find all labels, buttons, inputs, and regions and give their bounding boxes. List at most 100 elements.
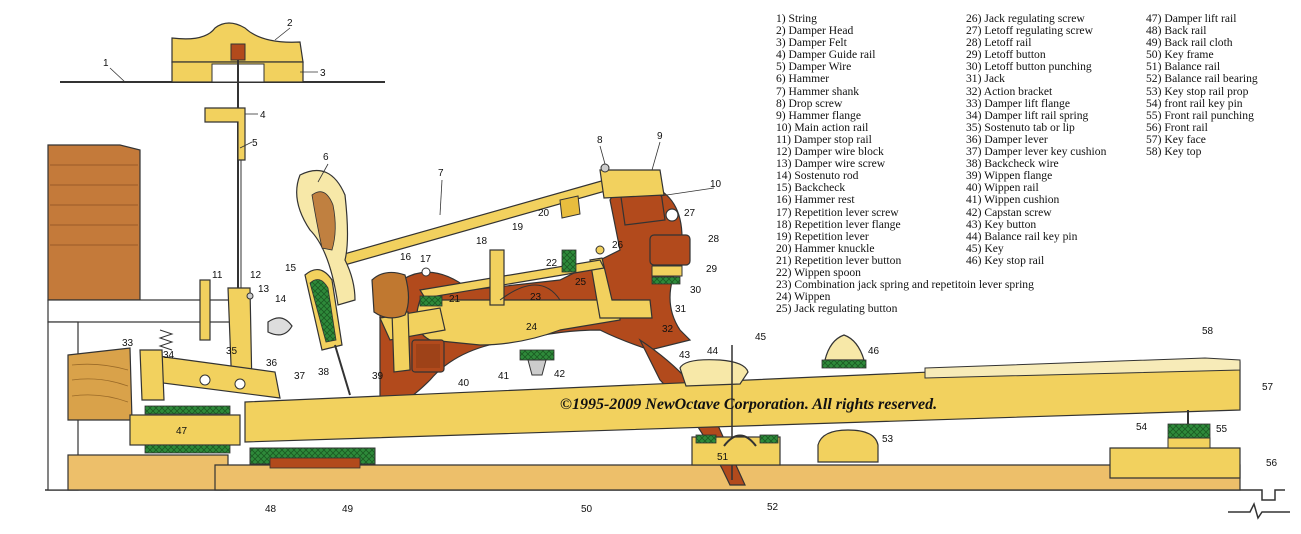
legend-item: 21) Repetition lever button: [776, 253, 902, 267]
damper-guide-rail: [204, 107, 246, 161]
callout-16: 16: [400, 252, 412, 263]
legend-item: 8) Drop screw: [776, 96, 843, 110]
callout-45: 45: [755, 332, 767, 343]
legend-item: 10) Main action rail: [776, 120, 869, 134]
legend-item: 36) Damper lever: [966, 132, 1048, 146]
legend-item: 3) Damper Felt: [776, 36, 847, 50]
letoff-button: [651, 265, 683, 277]
legend-item: 44) Balance rail key pin: [966, 229, 1078, 243]
repetition-lever-button: [419, 295, 443, 307]
callout-55: 55: [1216, 424, 1228, 435]
callout-34: 34: [163, 350, 175, 361]
callout-56: 56: [1266, 458, 1278, 469]
letoff-punching: [651, 276, 681, 285]
callout-3: 3: [320, 68, 326, 79]
legend-item: 50) Key frame: [1146, 48, 1214, 62]
legend-item: 2) Damper Head: [776, 24, 854, 38]
callout-31: 31: [675, 304, 687, 315]
callout-54: 54: [1136, 422, 1148, 433]
damper-stop-rail: [199, 279, 211, 341]
drop-screw: [600, 163, 610, 173]
leader-lines: [109, 27, 715, 216]
legend-item: 22) Wippen spoon: [776, 265, 861, 279]
damper-head: [171, 22, 304, 63]
wippen-spoon: [561, 249, 577, 273]
front-rail-punching: [1167, 423, 1211, 439]
hammer-knuckle: [559, 195, 581, 219]
legend-item: 17) Repetition lever screw: [776, 205, 899, 219]
repetition-lever-screw: [421, 267, 431, 277]
legend-item: 14) Sostenuto rod: [776, 169, 859, 183]
wippen-cushion: [519, 349, 555, 361]
capstan-screw: [527, 359, 547, 376]
legend-item: 28) Letoff rail: [966, 36, 1032, 50]
callout-6: 6: [323, 152, 329, 163]
callout-17: 17: [420, 254, 432, 265]
wippen-flange: [391, 311, 411, 373]
front-rail-base: [1167, 437, 1211, 449]
legend-item: 53) Key stop rail prop: [1146, 84, 1249, 98]
legend-item: 49) Back rail cloth: [1146, 36, 1233, 50]
legend-item: 26) Jack regulating screw: [966, 12, 1085, 25]
callout-26: 26: [612, 240, 624, 251]
callout-4: 4: [260, 110, 266, 121]
legend-item: 20) Hammer knuckle: [776, 241, 875, 255]
backcheck-wire: [334, 344, 351, 396]
callout-28: 28: [708, 234, 720, 245]
cabinet-block: [47, 144, 141, 301]
callout-36: 36: [266, 358, 278, 369]
damper-lever-hole-2: [234, 378, 246, 390]
legend-item: 13) Damper wire screw: [776, 157, 886, 171]
callout-32: 32: [662, 324, 674, 335]
front-rail: [1109, 447, 1241, 479]
legend-item: 43) Key button: [966, 217, 1037, 231]
legend-item: 11) Damper stop rail: [776, 132, 872, 146]
legend-item: 51) Balance rail: [1146, 60, 1221, 74]
legend-item: 29) Letoff button: [966, 48, 1046, 62]
break-mark: [1228, 501, 1290, 520]
legend-item: 15) Backcheck: [776, 181, 846, 195]
callout-7: 7: [438, 168, 444, 179]
legend-item: 19) Repetition lever: [776, 229, 869, 243]
callout-20: 20: [538, 208, 550, 219]
callout-30: 30: [690, 285, 702, 296]
key-top: [924, 357, 1241, 379]
callout-9: 9: [657, 131, 663, 142]
callout-25: 25: [575, 277, 587, 288]
damper-lift-spring: [158, 329, 174, 351]
legend-item: 18) Repetition lever flange: [776, 217, 901, 231]
callout-57: 57: [1262, 382, 1274, 393]
callout-44: 44: [707, 346, 719, 357]
legend-item: 45) Key: [966, 241, 1004, 255]
jack-spring: [499, 284, 561, 301]
callout-41: 41: [498, 371, 510, 382]
backcheck-felt: [309, 279, 337, 343]
balance-rail-bearing: [723, 434, 757, 447]
legend-item: 38) Backcheck wire: [966, 157, 1059, 171]
hammer-felt: [311, 191, 336, 251]
legend-item: 25) Jack regulating button: [776, 302, 898, 316]
legend-item: 9) Hammer flange: [776, 108, 861, 122]
legend-item: 58) Key top: [1146, 145, 1202, 159]
cabinet-stripes: [50, 164, 138, 246]
legend-item: 32) Action bracket: [966, 84, 1053, 98]
wippen: [416, 299, 621, 346]
legend-item: 47) Damper lift rail: [1146, 12, 1237, 25]
legend-item: 41) Wippen cushion: [966, 193, 1060, 207]
jack-regulating-button: [595, 245, 605, 255]
damper-wire-block-top: [230, 43, 246, 61]
legend-item: 48) Back rail: [1146, 24, 1207, 38]
callout-14: 14: [275, 294, 287, 305]
back-rail-cloth-2: [269, 457, 361, 469]
callout-5: 5: [252, 138, 258, 149]
balance-felt-l: [695, 434, 717, 444]
callout-2: 2: [287, 18, 293, 29]
key-stop-felt: [821, 359, 867, 369]
legend-item: 1) String: [776, 12, 817, 25]
callout-35: 35: [226, 346, 238, 357]
repetition-lever-flange: [489, 249, 505, 306]
damper-lever: [149, 354, 281, 399]
callout-29: 29: [706, 264, 718, 275]
